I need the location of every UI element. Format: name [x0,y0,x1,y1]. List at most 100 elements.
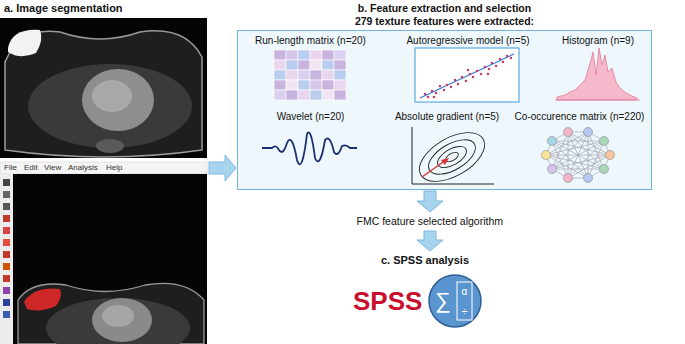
step-label: FMC feature selected algorithm [357,215,503,227]
plot-frame [415,48,519,102]
menu-item: File [4,164,17,172]
feature-item: Co-occurence matrix (n=220) [509,111,650,187]
network-dot [600,137,609,146]
network-dot [600,165,609,174]
grid-cell [274,80,286,90]
grid-cell [334,60,346,70]
heart-core [92,80,132,112]
section-heading: b. Feature extraction and selection [358,2,531,14]
image-ground [0,18,207,158]
grid-cell [310,90,322,100]
grid-cell [274,50,286,60]
network-dot [542,151,551,160]
menu-item: Analysis [68,164,98,172]
gradient-arrow [422,160,446,177]
body-outline [5,31,202,157]
tool-icon [3,275,10,282]
algorithm-step: FMC feature selected algorithm [353,213,508,230]
block-arrow [209,155,236,181]
grid-cell [286,90,298,100]
network-dot [548,137,557,146]
axis [412,184,494,185]
gradient-arrowhead [441,158,449,165]
feature-item: Run-length matrix (n=20) [248,35,373,105]
heart [82,69,154,131]
grid-cell [310,60,322,70]
logo-symbol: ÷ [461,306,467,317]
feature-label: Wavelet (n=20) [277,111,345,123]
grid-cell [322,50,334,60]
network-dot [564,174,573,183]
tool-icon [3,191,10,198]
scatter-plot [415,48,519,102]
tool-icon [3,215,10,222]
software-screenshot [0,162,207,344]
grid-cell [298,80,310,90]
chest-wall [46,298,190,344]
feature-item: Autoregressive model (n=5) [398,35,538,107]
grid-cell [298,50,310,60]
network-dot [606,151,615,160]
grid-cell [274,60,286,70]
tool-icon [3,287,10,294]
grid-cell [322,80,334,90]
grid-cell [310,70,322,80]
section-subheading: 279 texture features were extracted: [355,15,534,27]
grid-cell [322,60,334,70]
tool-icon [3,203,10,210]
network-graph [542,128,615,183]
grid-cell [274,90,286,100]
feature-label: Histogram (n=9) [562,35,634,47]
segmented-region [24,289,61,311]
tool-icon [3,239,10,246]
network-dot [584,128,593,137]
menu-item: Edit [24,164,38,172]
grid-cell [334,90,346,100]
grid-cell [298,60,310,70]
network-dot [564,128,573,137]
histogram-axis [555,100,640,101]
feature-panel: b. Feature extraction and selection279 t… [237,30,652,190]
logo-symbol: α [462,287,468,297]
mri-image [0,18,207,158]
feature-item: Wavelet (n=20) [248,111,373,187]
contour [434,142,470,172]
toolbar [0,174,13,344]
contour [423,133,481,182]
gradient-contours [411,123,494,192]
tool-icon [3,263,10,270]
logo-circle [429,275,481,327]
grid-cell [286,70,298,80]
analysis-panel: c. SPSS analysisSPSS [345,252,505,336]
chest-wall [28,64,192,148]
run-length-grid [274,50,346,100]
heart-core [102,305,134,327]
section-heading: a. Image segmentation [4,2,123,15]
feature-item: Absolute gradient (n=5) [388,111,506,187]
grid-cell [274,70,286,80]
feature-label: Autoregressive model (n=5) [406,35,529,47]
logo-frame [457,282,472,320]
logo-text: SPSS [353,287,422,317]
axis [412,127,413,184]
grid-cell [298,90,310,100]
logo-symbol: ∑ [435,290,451,312]
fit-line [420,54,514,98]
scatter-dots [424,55,513,99]
section-heading: c. SPSS analysis [381,254,469,267]
feature-item: Histogram (n=9) [548,35,648,107]
grid-cell [286,50,298,60]
panel-ground [237,30,652,190]
feature-label: Run-length matrix (n=20) [255,35,366,47]
grid-cell [286,60,298,70]
grid-cell [310,80,322,90]
menu-item: Help [106,164,122,172]
grid-cell [310,50,322,60]
grid-cell [286,80,298,90]
menu-item: View [44,164,61,172]
tool-icon [3,251,10,258]
network-links [546,132,610,178]
grid-cell [334,70,346,80]
